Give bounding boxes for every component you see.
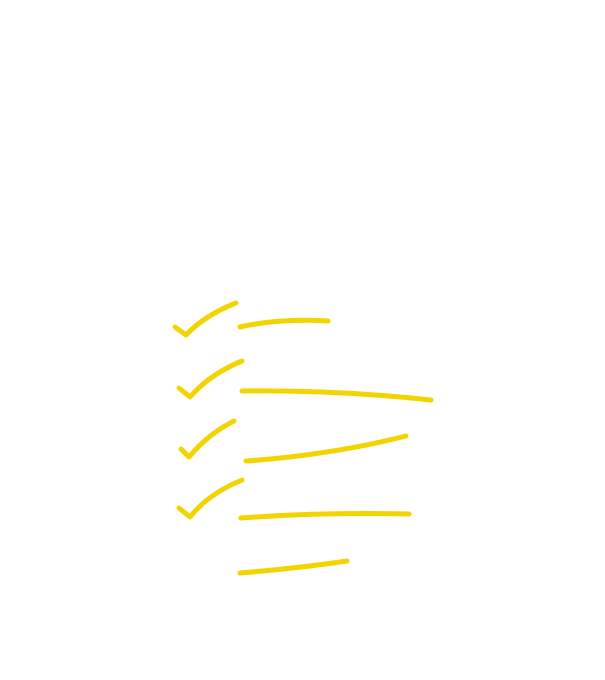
item-line <box>243 433 409 464</box>
checklist-item <box>176 358 434 403</box>
checkmark-icon <box>176 358 245 400</box>
checklist-item <box>237 558 350 576</box>
item-line <box>238 511 412 521</box>
checkmark-icon <box>176 477 245 520</box>
checkmark-icon <box>178 418 237 460</box>
item-line <box>237 558 350 576</box>
item-line <box>239 388 434 403</box>
checklist-item <box>176 477 412 521</box>
checklist-item <box>178 418 409 464</box>
checklist-item <box>172 300 331 338</box>
checkmark-icon <box>172 300 239 338</box>
item-line <box>237 317 331 330</box>
